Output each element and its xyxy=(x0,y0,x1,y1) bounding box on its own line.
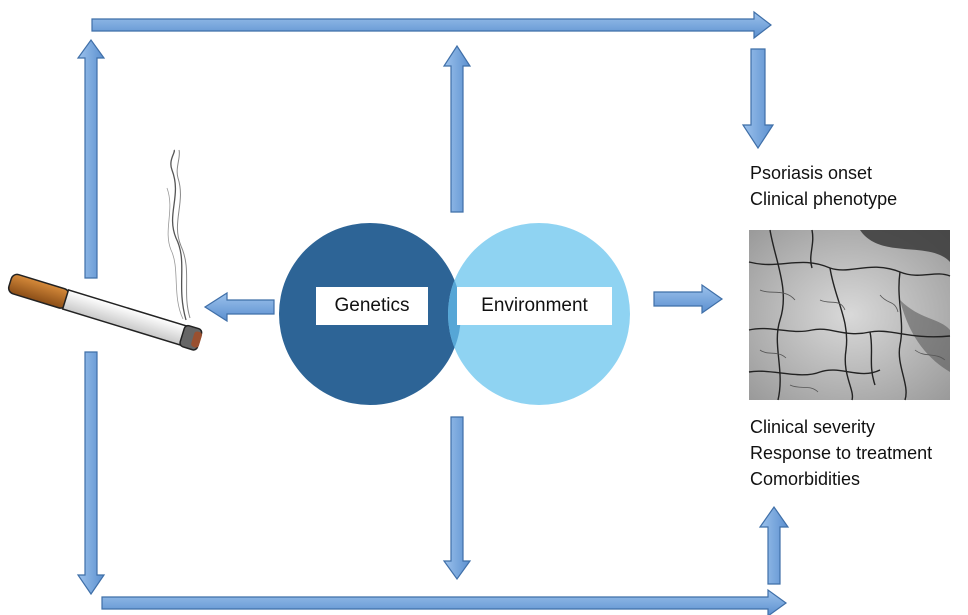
arrow-left-up xyxy=(76,38,106,279)
arrow-top-horizontal xyxy=(91,10,772,40)
outcome-clinical-phenotype: Clinical phenotype xyxy=(750,189,898,209)
genetics-label: Genetics xyxy=(316,287,428,325)
arrow-to-cigarette xyxy=(203,291,275,323)
outcome-comorbidities: Comorbidities xyxy=(750,469,861,489)
outcome-psoriasis-onset: Psoriasis onset xyxy=(750,163,873,183)
arrow-to-outcomes xyxy=(653,283,724,315)
arrow-left-down xyxy=(76,351,106,596)
arrow-bottom-horizontal xyxy=(101,588,788,615)
cigarette-icon xyxy=(7,149,203,351)
cracked-skin-image xyxy=(748,229,951,401)
outcomes-top-text: Psoriasis onset Clinical phenotype xyxy=(750,160,897,212)
environment-label: Environment xyxy=(457,287,612,325)
outcome-clinical-severity: Clinical severity xyxy=(750,417,876,437)
arrow-center-up xyxy=(442,44,472,213)
arrow-center-down xyxy=(442,416,472,581)
arrow-right-down xyxy=(741,48,775,150)
outcomes-bottom-text: Clinical severity Response to treatment … xyxy=(750,414,932,492)
arrow-right-up xyxy=(758,505,790,585)
outcome-response-to-treatment: Response to treatment xyxy=(750,443,933,463)
